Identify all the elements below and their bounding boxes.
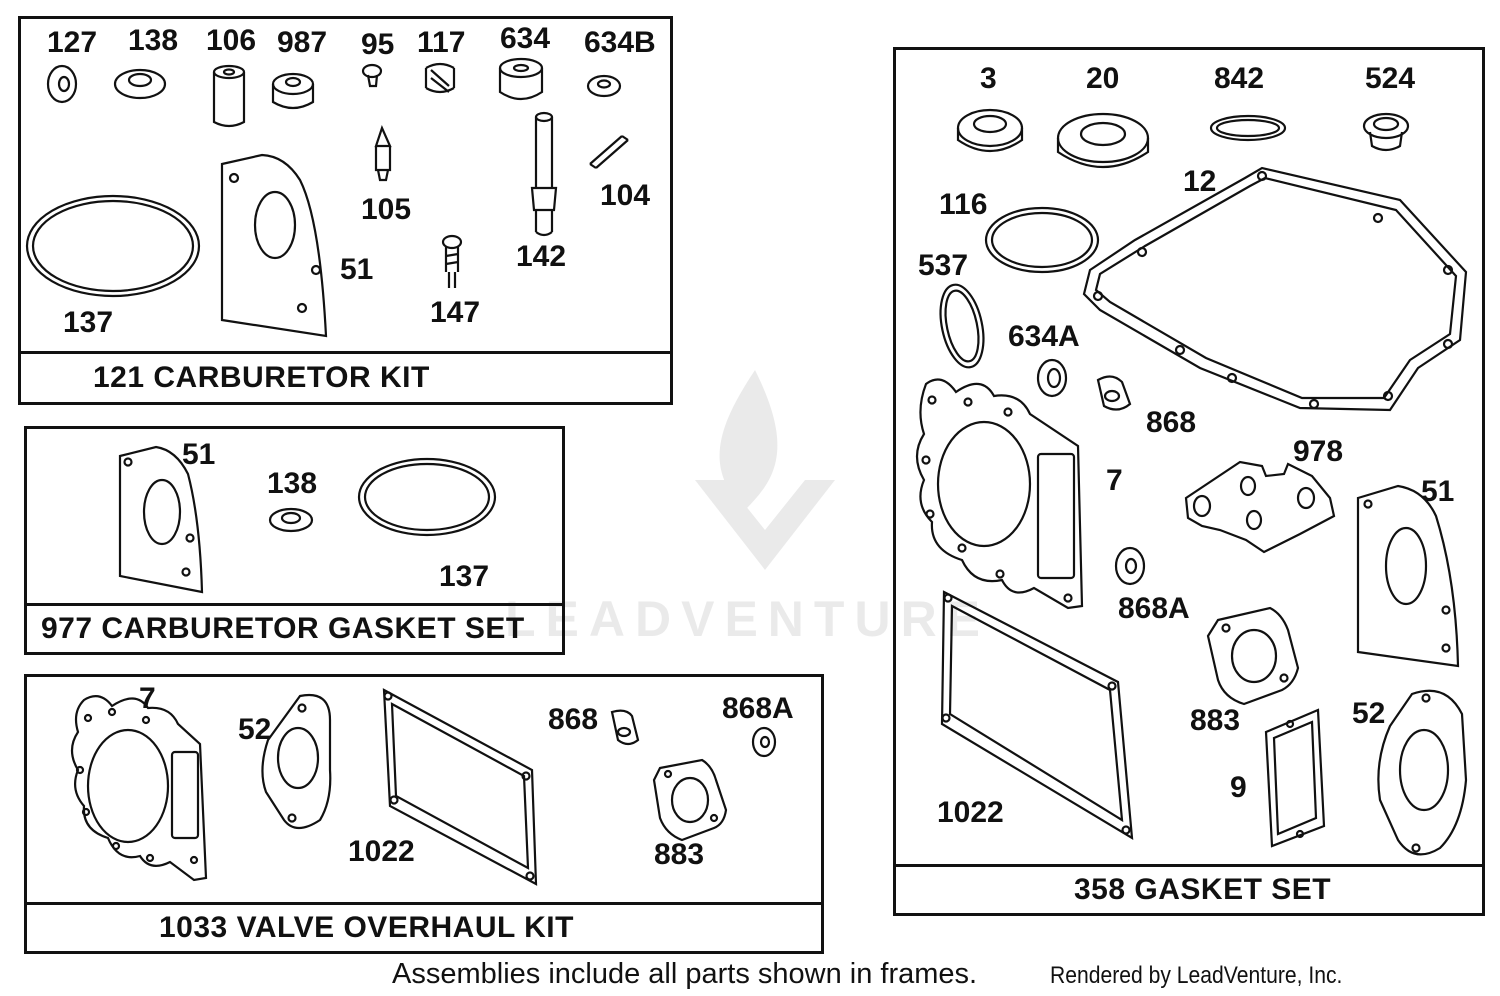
watermark-text: LEADVENTURE	[505, 591, 991, 647]
part-number-137: 137	[63, 306, 114, 339]
part-number-524: 524	[1365, 62, 1416, 95]
part-number-1022: 1022	[937, 796, 1004, 829]
part-number-842: 842	[1214, 62, 1265, 95]
part-number-868: 868	[1146, 406, 1197, 439]
part-number-634A: 634A	[1008, 320, 1080, 353]
part-number-104: 104	[600, 179, 651, 212]
part-number-868: 868	[548, 703, 599, 736]
frame-title: 1033 VALVE OVERHAUL KIT	[159, 911, 574, 944]
frame-valve-overhaul-kit: 1033 VALVE OVERHAUL KIT	[24, 674, 824, 954]
part-number-127: 127	[47, 26, 98, 59]
part-number-95: 95	[361, 28, 395, 61]
frame-title: 358 GASKET SET	[1074, 873, 1332, 906]
part-number-138: 138	[128, 24, 179, 57]
part-number-7: 7	[139, 682, 156, 715]
part-number-634: 634	[500, 22, 551, 55]
part-number-20: 20	[1086, 62, 1120, 95]
part-number-7: 7	[1106, 464, 1123, 497]
part-number-52: 52	[1352, 697, 1386, 730]
frame-gasket-set-358: 358 GASKET SET	[893, 47, 1485, 916]
frame-title-bar: 977 CARBURETOR GASKET SET	[27, 603, 562, 652]
frame-title-bar: 121 CARBURETOR KIT	[21, 351, 670, 402]
part-number-51: 51	[340, 253, 374, 286]
part-number-137: 137	[439, 560, 490, 593]
part-number-634B: 634B	[584, 26, 656, 59]
frame-carburetor-gasket-set: 977 CARBURETOR GASKET SET	[24, 426, 565, 655]
part-number-9: 9	[1230, 771, 1247, 804]
frame-carburetor-kit: 121 CARBURETOR KIT	[18, 16, 673, 405]
part-number-116: 116	[939, 188, 988, 221]
watermark-logo	[695, 370, 835, 570]
part-number-978: 978	[1293, 435, 1344, 468]
part-number-3: 3	[980, 62, 997, 95]
part-number-1022: 1022	[348, 835, 415, 868]
frame-title: 977 CARBURETOR GASKET SET	[41, 612, 525, 645]
part-number-52: 52	[238, 713, 272, 746]
part-number-868A: 868A	[1118, 592, 1190, 625]
part-number-142: 142	[516, 240, 567, 273]
part-number-117: 117	[417, 26, 466, 59]
frame-title: 121 CARBURETOR KIT	[93, 361, 430, 394]
part-number-987: 987	[277, 26, 328, 59]
part-number-105: 105	[361, 193, 412, 226]
part-number-106: 106	[206, 24, 257, 57]
part-number-51: 51	[1421, 475, 1455, 508]
render-credit: Rendered by LeadVenture, Inc.	[1050, 962, 1343, 989]
part-number-51: 51	[182, 438, 216, 471]
frame-title-bar: 1033 VALVE OVERHAUL KIT	[27, 902, 821, 951]
part-number-883: 883	[1190, 704, 1241, 737]
part-number-147: 147	[430, 296, 481, 329]
part-number-883: 883	[654, 838, 705, 871]
part-number-537: 537	[918, 249, 969, 282]
part-number-12: 12	[1183, 165, 1217, 198]
part-number-138: 138	[267, 467, 318, 500]
frame-title-bar: 358 GASKET SET	[896, 864, 1482, 913]
footer-note: Assemblies include all parts shown in fr…	[392, 958, 978, 990]
part-number-868A: 868A	[722, 692, 794, 725]
